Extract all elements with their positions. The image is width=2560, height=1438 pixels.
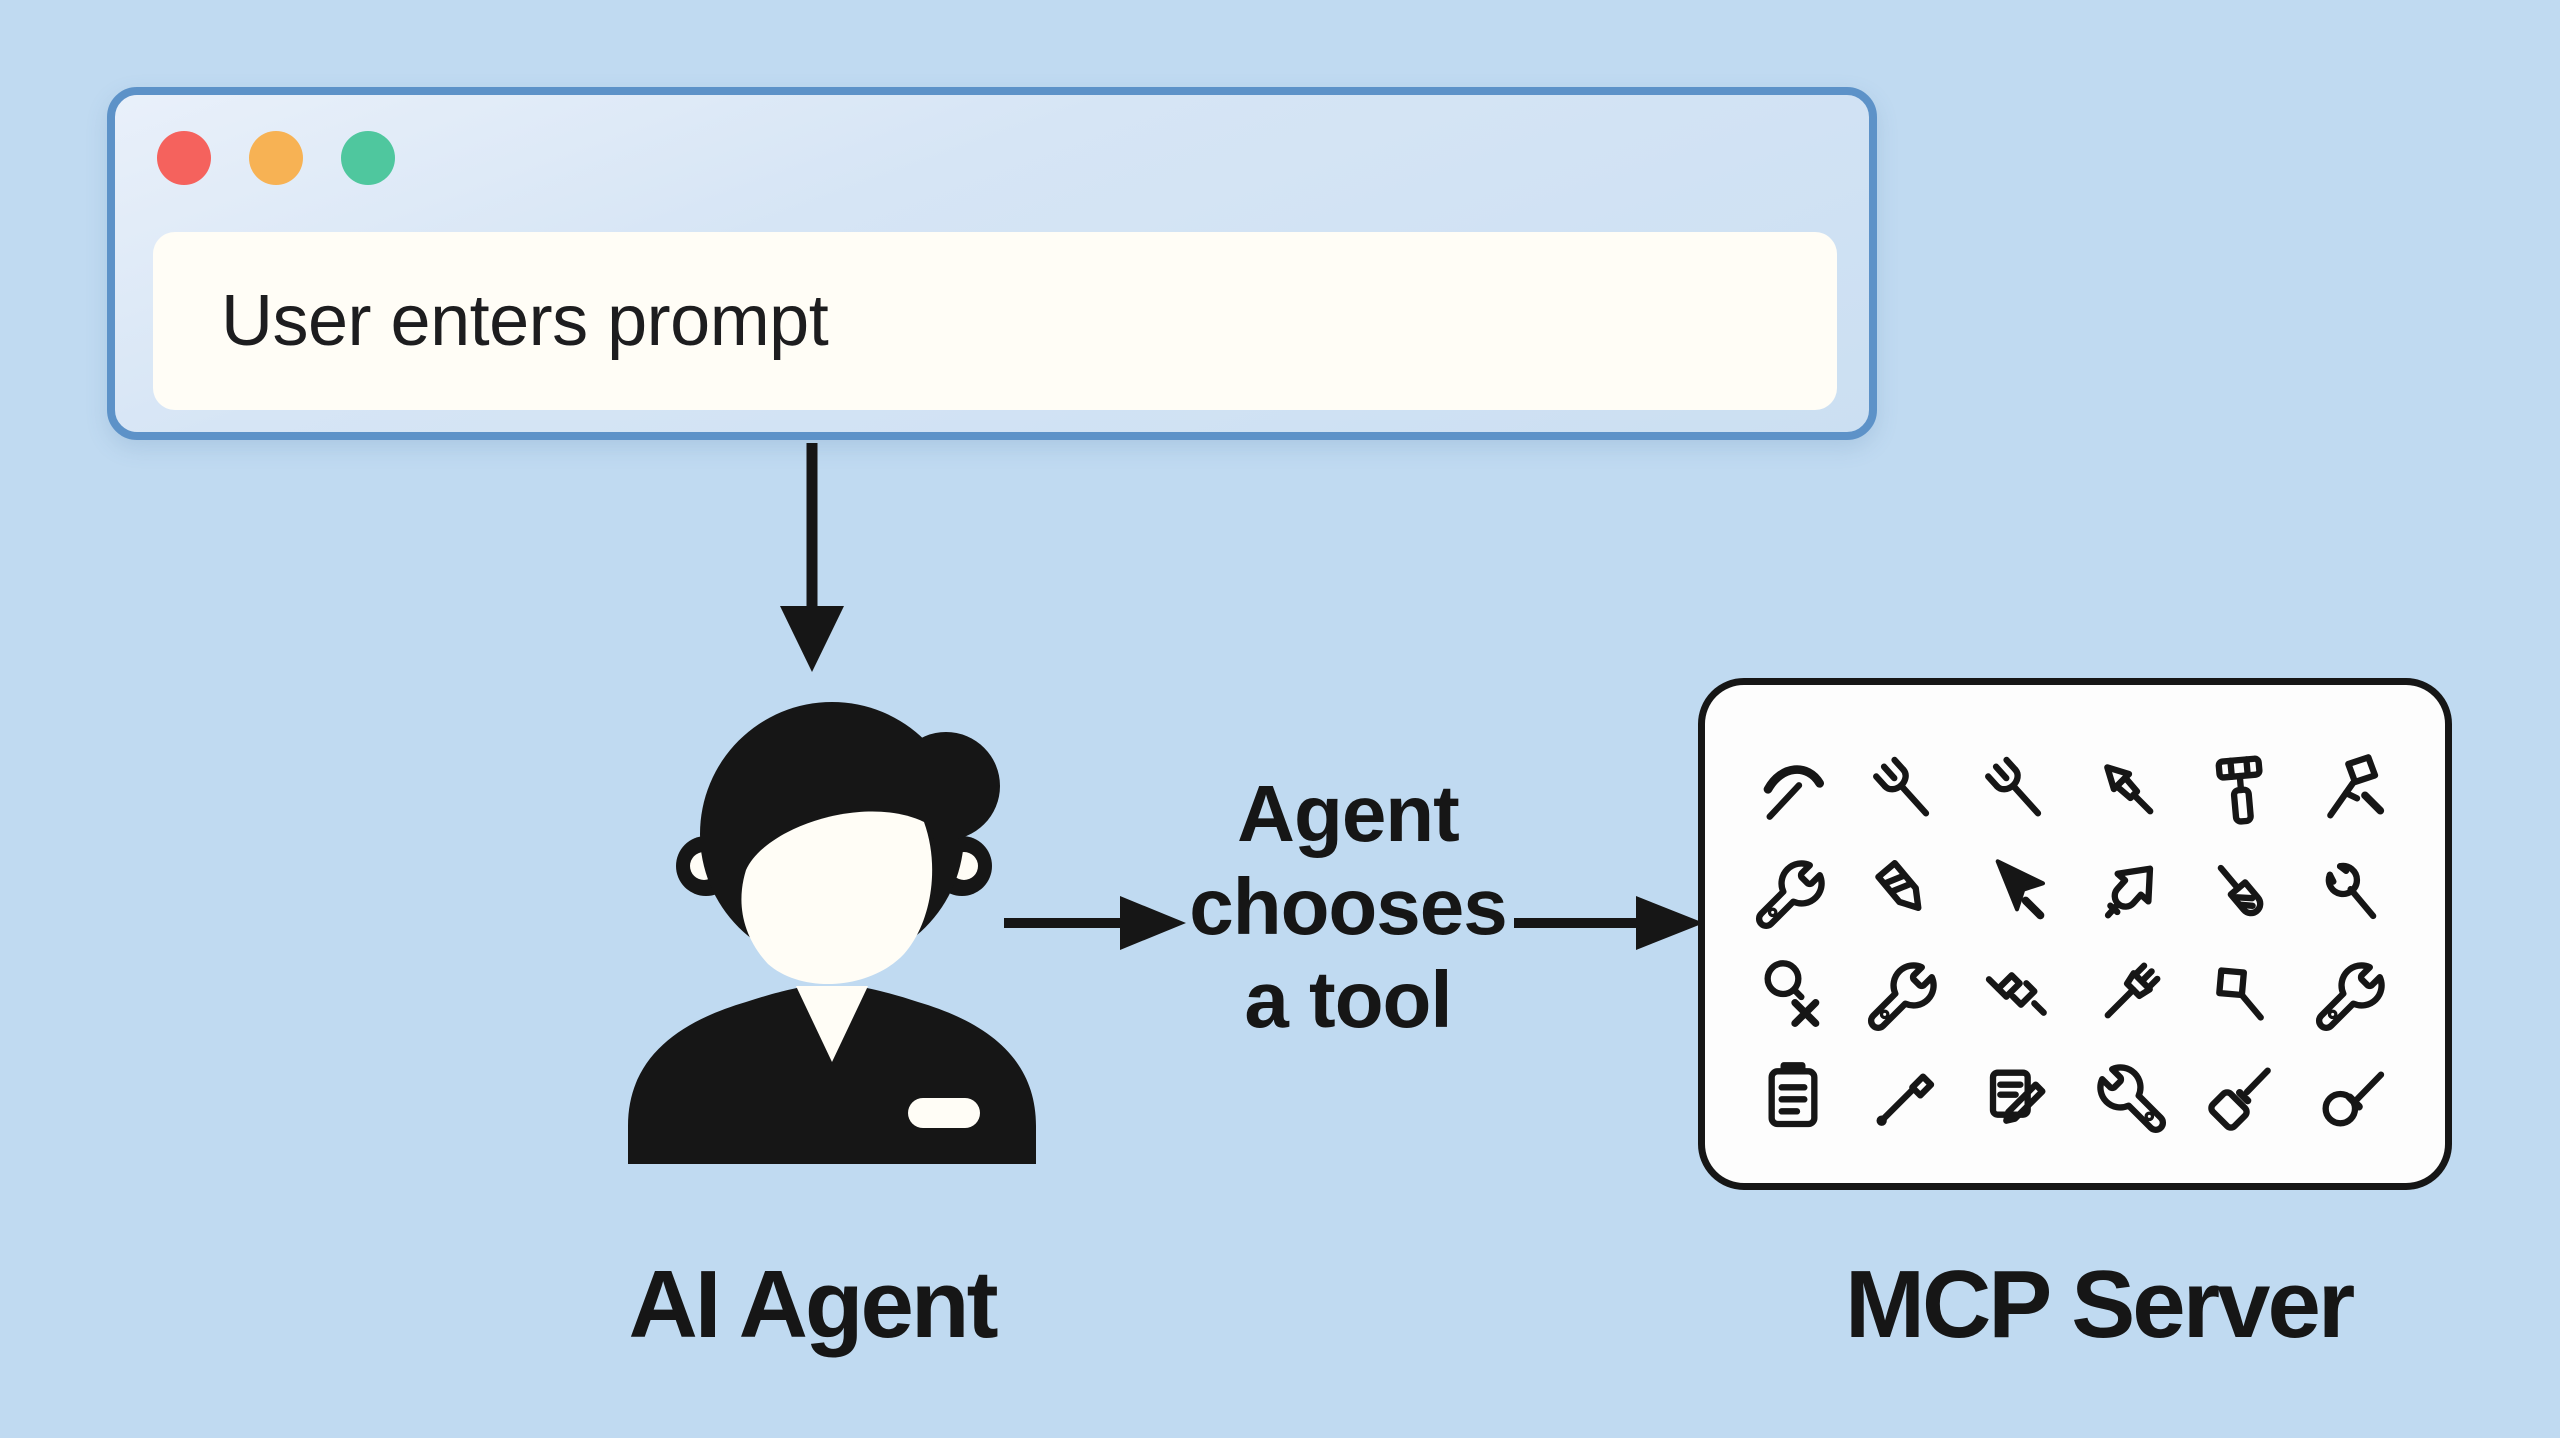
driver-icon — [2201, 1056, 2281, 1136]
pen-icon — [1865, 1056, 1945, 1136]
awl-icon — [2313, 1056, 2393, 1136]
ai-agent-icon — [628, 702, 1036, 1164]
ai-agent-label: AI Agent — [628, 1251, 998, 1358]
close-button[interactable] — [157, 131, 211, 185]
pickaxe-icon — [1753, 750, 1833, 830]
browser-window: User enters prompt — [107, 87, 1877, 440]
prompt-input[interactable]: User enters prompt — [153, 232, 1837, 410]
mcp-tool-grid — [1705, 685, 2445, 1136]
prompt-text: User enters prompt — [221, 281, 829, 361]
minimize-button[interactable] — [249, 131, 303, 185]
search-icon — [1753, 954, 1833, 1034]
cursor-icon — [1977, 852, 2057, 932]
screwdriver-icon — [2201, 852, 2281, 932]
brush-icon — [2089, 954, 2169, 1034]
mcp-server-label: MCP Server — [1845, 1251, 2355, 1358]
marker-icon — [1865, 852, 1945, 932]
arrow-label-to-mcp — [1514, 896, 1704, 950]
wrench-icon — [1753, 852, 1833, 932]
wrench-icon — [2089, 1056, 2169, 1136]
flow-label: Agent chooses a tool — [1189, 769, 1508, 1044]
trowel-icon — [2089, 852, 2169, 932]
arrow-down — [780, 443, 844, 672]
zoom-button[interactable] — [341, 131, 395, 185]
clipboard-icon — [1753, 1056, 1833, 1136]
wrench-icon — [2313, 954, 2393, 1034]
knife-icon — [2089, 750, 2169, 830]
spatula-icon — [2201, 954, 2281, 1034]
clamp-icon — [1977, 954, 2057, 1034]
fork-icon — [1977, 750, 2057, 830]
mcp-server-box — [1698, 678, 2452, 1190]
mallet-icon — [2201, 750, 2281, 830]
wrench-icon — [1865, 954, 1945, 1034]
hammer-icon — [2313, 750, 2393, 830]
arrow-agent-to-label — [1004, 896, 1186, 950]
spanner-icon — [2313, 852, 2393, 932]
fork-icon — [1865, 750, 1945, 830]
note-icon — [1977, 1056, 2057, 1136]
traffic-lights — [157, 131, 395, 185]
